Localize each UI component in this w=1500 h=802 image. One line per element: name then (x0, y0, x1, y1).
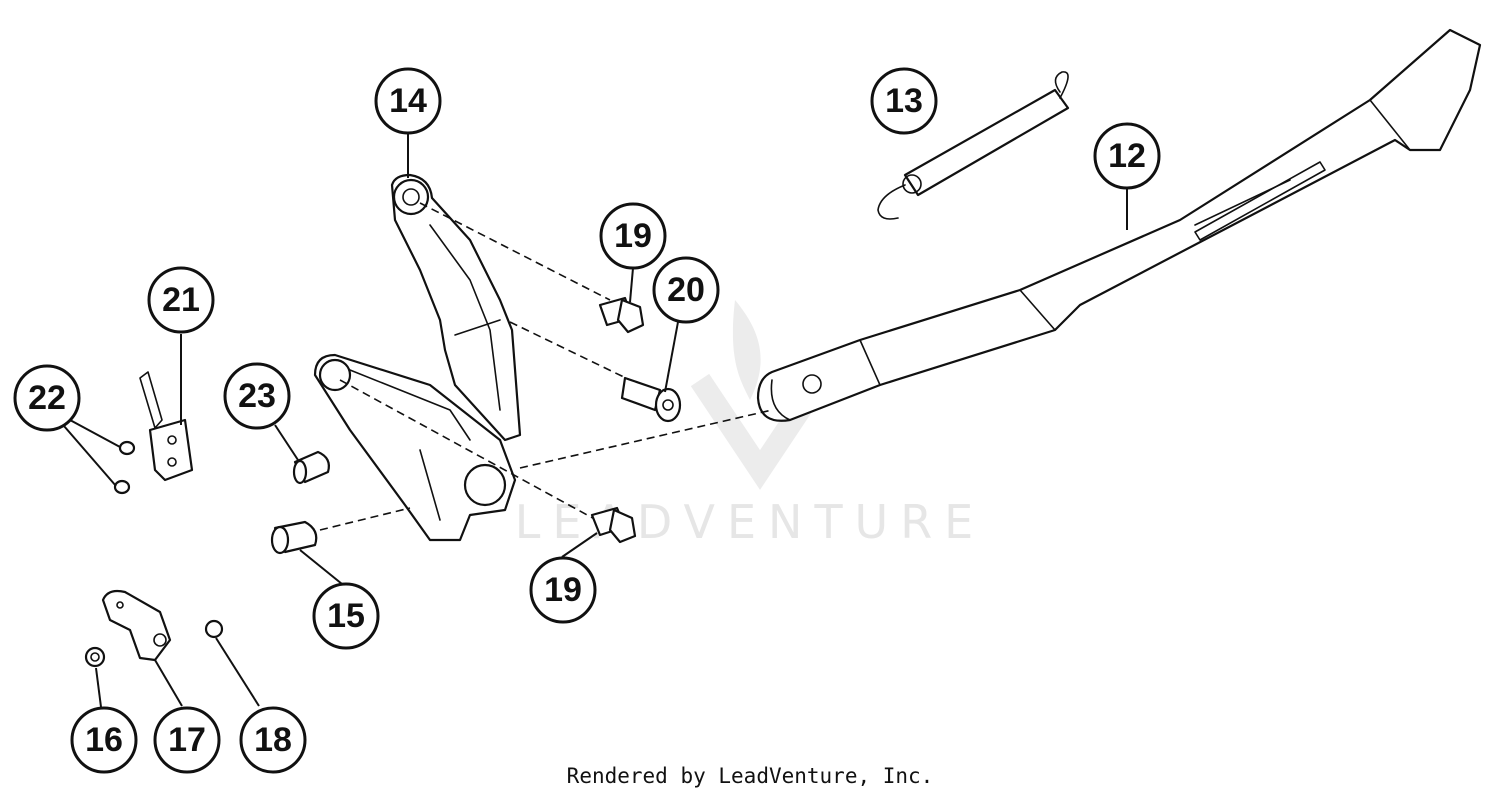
callout-19-lower: 19 (529, 556, 597, 624)
bolt-upper (598, 296, 645, 334)
washer (204, 619, 224, 639)
watermark-text: LEADVENTURE (515, 495, 986, 549)
side-stand-switch (139, 371, 194, 482)
mounting-bracket (390, 173, 522, 442)
leader-lines (63, 133, 1128, 708)
callout-16-label: 16 (85, 721, 123, 759)
callout-15-label: 15 (327, 597, 365, 635)
callout-17: 17 (153, 706, 221, 774)
bushing (292, 450, 330, 485)
footer-credit: Rendered by LeadVenture, Inc. (566, 764, 934, 788)
lower-bracket-plate (313, 353, 517, 542)
callout-21-label: 21 (162, 281, 200, 319)
bolt-lower (590, 506, 637, 544)
callout-14-label: 14 (389, 82, 427, 120)
shoulder-bolt (620, 376, 682, 423)
side-stand-leg (756, 28, 1482, 422)
callout-23: 23 (223, 362, 291, 430)
callout-18: 18 (239, 706, 307, 774)
callout-19-upper-label: 19 (614, 217, 652, 255)
callout-13: 13 (870, 67, 938, 135)
callout-17-label: 17 (168, 721, 206, 759)
nut (84, 646, 106, 668)
callout-15: 15 (312, 582, 380, 650)
switch-screws (113, 440, 136, 495)
callout-23-label: 23 (238, 377, 276, 415)
sleeve (270, 520, 318, 555)
callout-12: 12 (1093, 122, 1161, 190)
callout-14: 14 (374, 67, 442, 135)
callout-12-label: 12 (1108, 137, 1146, 175)
callout-19-lower-label: 19 (544, 571, 582, 609)
callout-21: 21 (147, 266, 215, 334)
callout-19-upper: 19 (599, 202, 667, 270)
callout-22: 22 (13, 364, 81, 432)
callout-20-label: 20 (667, 271, 705, 309)
assembly-lines (319, 202, 773, 531)
callout-22-label: 22 (28, 379, 66, 417)
callout-13-label: 13 (885, 82, 923, 120)
callout-20: 20 (652, 256, 720, 324)
spring (877, 71, 1070, 220)
callout-16: 16 (70, 706, 138, 774)
callout-18-label: 18 (254, 721, 292, 759)
sensor-bracket (101, 589, 172, 662)
